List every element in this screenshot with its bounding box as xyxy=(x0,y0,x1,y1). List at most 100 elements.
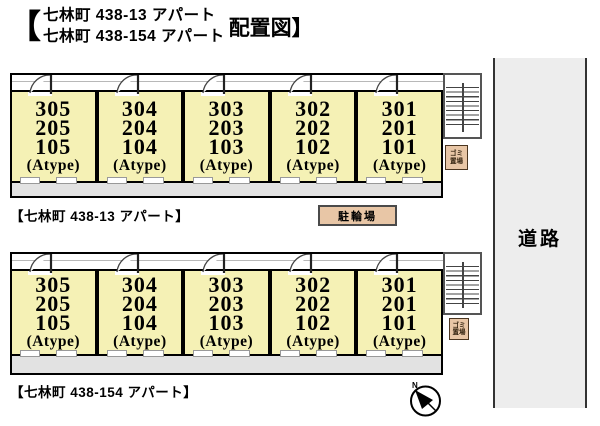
door-icon xyxy=(114,75,139,96)
balcony-window xyxy=(402,177,424,184)
unit-type: (Atype) xyxy=(199,333,254,350)
room-number: 201 xyxy=(381,115,418,140)
stair-landing xyxy=(443,252,482,315)
balcony-window xyxy=(229,177,251,184)
unit-type: (Atype) xyxy=(26,333,81,350)
corridor-edge-line xyxy=(12,81,443,82)
room-number: 103 xyxy=(208,310,245,335)
door-icon xyxy=(374,254,399,275)
door-icon xyxy=(28,254,53,275)
corridor-edge-line xyxy=(12,260,443,261)
balcony-strip xyxy=(10,183,443,198)
room-number: 303 xyxy=(208,96,245,121)
unit-cell: 303 203 103 (Atype) xyxy=(183,254,270,357)
title-address-lines: 七林町 438-13 アパート 七林町 438-154 アパート xyxy=(43,6,225,48)
room-number: 301 xyxy=(381,272,418,297)
room-number: 105 xyxy=(35,310,72,335)
balcony-window xyxy=(193,350,214,357)
balcony-window xyxy=(193,177,214,184)
room-number: 101 xyxy=(381,134,418,159)
balcony-window xyxy=(56,350,77,357)
balcony-window xyxy=(315,350,337,357)
garbage-area: ゴミ 置場 xyxy=(445,145,468,170)
room-number: 203 xyxy=(208,291,245,316)
balcony-window xyxy=(20,350,40,357)
room-number: 304 xyxy=(121,272,158,297)
stair-rail xyxy=(461,262,464,308)
door-icon xyxy=(201,254,226,275)
balcony-window xyxy=(56,177,77,184)
building-438-154: 305 205 105 (Atype) 304 204 104 (Atype) xyxy=(10,252,482,375)
balcony-window xyxy=(366,177,387,184)
garbage-label-line2: 置場 xyxy=(452,329,466,336)
balcony-window xyxy=(279,350,300,357)
room-number: 305 xyxy=(35,96,72,121)
page-title: 【 七林町 438-13 アパート 七林町 438-154 アパート 配置図】 xyxy=(8,6,313,48)
balcony-window xyxy=(142,177,164,184)
room-number: 305 xyxy=(35,272,72,297)
unit-row: 305 205 105 (Atype) 304 204 104 (Atype) xyxy=(10,75,443,184)
garbage-label-line1: ゴミ xyxy=(452,321,466,329)
door-icon xyxy=(201,75,226,96)
unit-cell: 303 203 103 (Atype) xyxy=(183,75,270,184)
stairs-icon xyxy=(446,262,479,308)
room-number: 103 xyxy=(208,134,245,159)
room-number: 102 xyxy=(295,310,332,335)
title-open-bracket: 【 xyxy=(8,8,41,46)
garbage-area: ゴミ 置場 xyxy=(449,318,469,340)
unit-type: (Atype) xyxy=(372,157,427,174)
room-number: 302 xyxy=(295,96,332,121)
garbage-label-line1: ゴミ xyxy=(450,150,463,158)
compass-icon: N xyxy=(410,381,441,417)
bicycle-parking: 駐輪場 xyxy=(318,205,397,226)
room-number: 202 xyxy=(295,115,332,140)
compass-north-label: N xyxy=(412,381,418,390)
garbage-label-line2: 置場 xyxy=(450,157,463,165)
balcony-strip xyxy=(10,356,443,375)
room-number: 204 xyxy=(121,291,158,316)
balcony-window xyxy=(229,350,251,357)
title-address-2: 七林町 438-154 アパート xyxy=(43,27,225,45)
stair-landing xyxy=(443,73,482,139)
room-number: 303 xyxy=(208,272,245,297)
building-label-438-13: 【七林町 438-13 アパート】 xyxy=(10,209,190,224)
room-number: 104 xyxy=(121,310,158,335)
unit-type: (Atype) xyxy=(286,157,340,174)
unit-type: (Atype) xyxy=(113,157,167,174)
title-layout-label: 配置図】 xyxy=(228,16,313,40)
room-number: 105 xyxy=(35,134,72,159)
unit-cell: 305 205 105 (Atype) xyxy=(10,75,97,184)
title-address-1: 七林町 438-13 アパート xyxy=(43,7,216,24)
room-number: 205 xyxy=(35,291,72,316)
unit-cell: 304 204 104 (Atype) xyxy=(96,75,184,184)
road-area: 道路 xyxy=(493,58,587,408)
balcony-window xyxy=(402,350,424,357)
balcony-window xyxy=(366,350,387,357)
balcony-window xyxy=(106,177,127,184)
balcony-window xyxy=(315,177,337,184)
room-number: 101 xyxy=(381,310,418,335)
stairs-icon xyxy=(446,83,479,132)
door-icon xyxy=(287,75,312,96)
room-number: 203 xyxy=(208,115,245,140)
room-number: 304 xyxy=(121,96,158,121)
unit-type: (Atype) xyxy=(26,157,81,174)
door-icon xyxy=(287,254,312,275)
room-number: 201 xyxy=(381,291,418,316)
room-number: 302 xyxy=(295,272,332,297)
building-438-13: 305 205 105 (Atype) 304 204 104 (Atype) xyxy=(10,73,482,198)
balcony-window xyxy=(142,350,164,357)
unit-type: (Atype) xyxy=(286,333,340,350)
door-icon xyxy=(374,75,399,96)
room-number: 204 xyxy=(121,115,158,140)
balcony-window xyxy=(20,177,40,184)
room-number: 202 xyxy=(295,291,332,316)
room-number: 104 xyxy=(121,134,158,159)
unit-type: (Atype) xyxy=(372,333,427,350)
road-label: 道路 xyxy=(517,229,562,250)
room-number: 301 xyxy=(381,96,418,121)
unit-cell: 304 204 104 (Atype) xyxy=(96,254,184,357)
unit-type: (Atype) xyxy=(113,333,167,350)
unit-cell: 302 202 102 (Atype) xyxy=(269,75,357,184)
